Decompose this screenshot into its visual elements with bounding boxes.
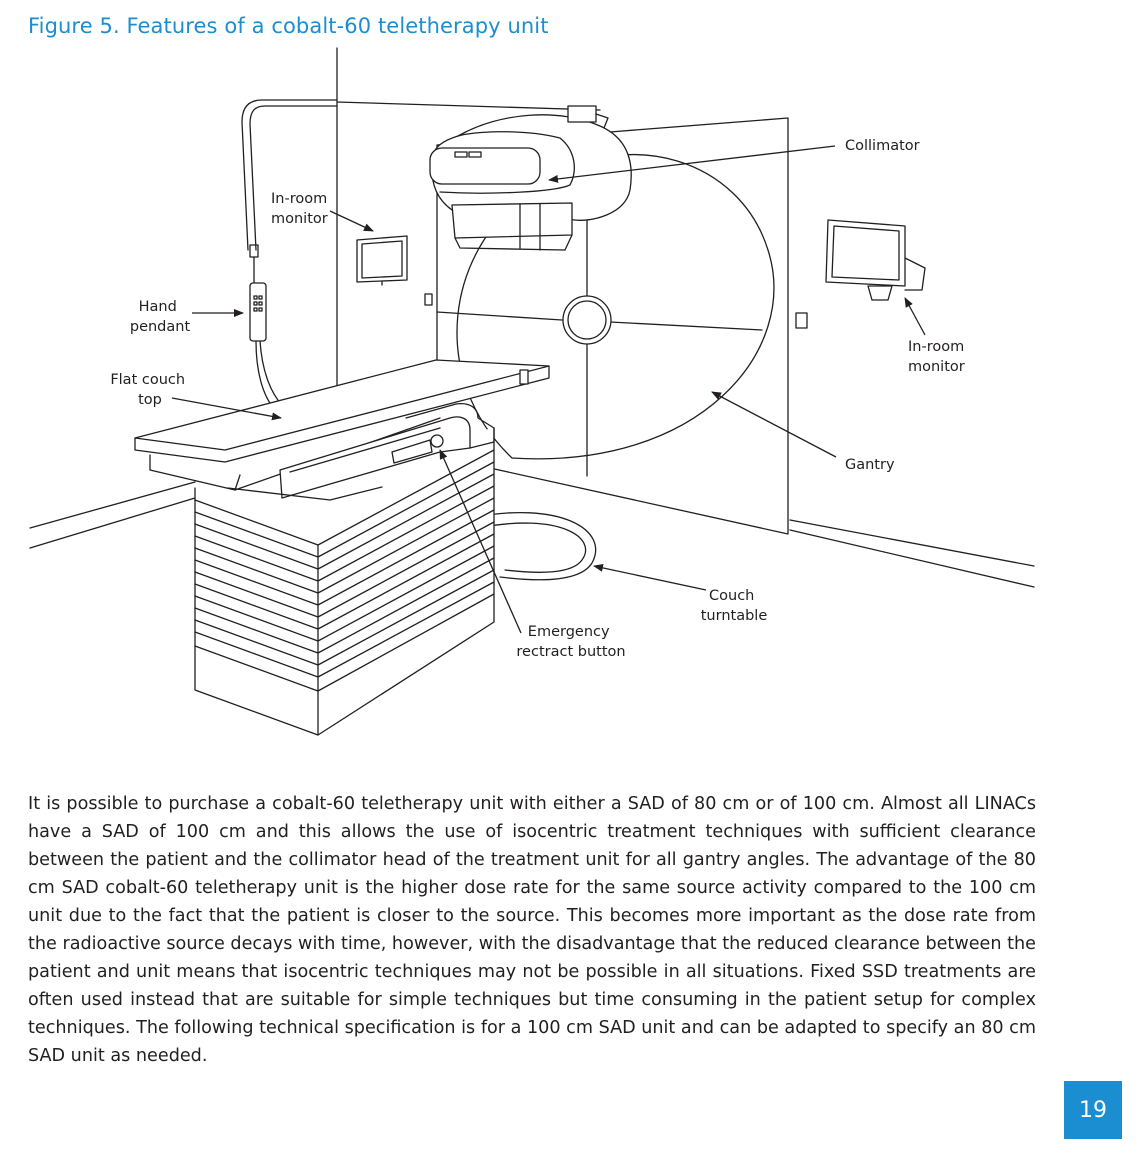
- couch-base: [194, 427, 495, 736]
- callout-arrow-gantry: [711, 391, 837, 458]
- callout-arrow-collimator: [548, 145, 836, 183]
- callout-arrow-couch-turntable: [593, 563, 707, 591]
- in-room-monitor-right: [825, 219, 926, 301]
- label-hand-pendant: Hand pendant: [130, 299, 191, 335]
- pendant-cable: [241, 99, 338, 251]
- label-collimator: Collimator: [845, 138, 920, 154]
- page-number-badge: 19: [1064, 1081, 1122, 1139]
- figure-title: Figure 5. Features of a cobalt-60 teleth…: [28, 14, 549, 38]
- callout-arrow-emergency-retract-button: [439, 449, 522, 634]
- collimator-head: [429, 105, 632, 251]
- body-paragraph: It is possible to purchase a cobalt-60 t…: [28, 794, 1036, 1066]
- label-emergency-retract-button: Emergency rectract button: [516, 624, 625, 660]
- teletherapy-unit-illustration: Collimator In-room monitor In-room monit…: [29, 47, 1035, 736]
- callout-arrow-in-room-monitor-left: [329, 210, 374, 232]
- couch-turntable: [469, 511, 597, 581]
- label-flat-couch-top: Flat couch top: [110, 372, 189, 408]
- couch-top: [134, 359, 550, 501]
- label-in-room-monitor-left: In-room monitor: [271, 191, 332, 227]
- label-gantry: Gantry: [845, 457, 895, 473]
- in-room-monitor-left: [356, 235, 408, 286]
- callout-arrow-in-room-monitor-right: [904, 297, 926, 336]
- hand-pendant: [249, 244, 283, 411]
- label-couch-turntable: Couch turntable: [701, 588, 768, 624]
- callout-arrow-flat-couch-top: [171, 397, 282, 421]
- label-in-room-monitor-right: In-room monitor: [908, 339, 969, 375]
